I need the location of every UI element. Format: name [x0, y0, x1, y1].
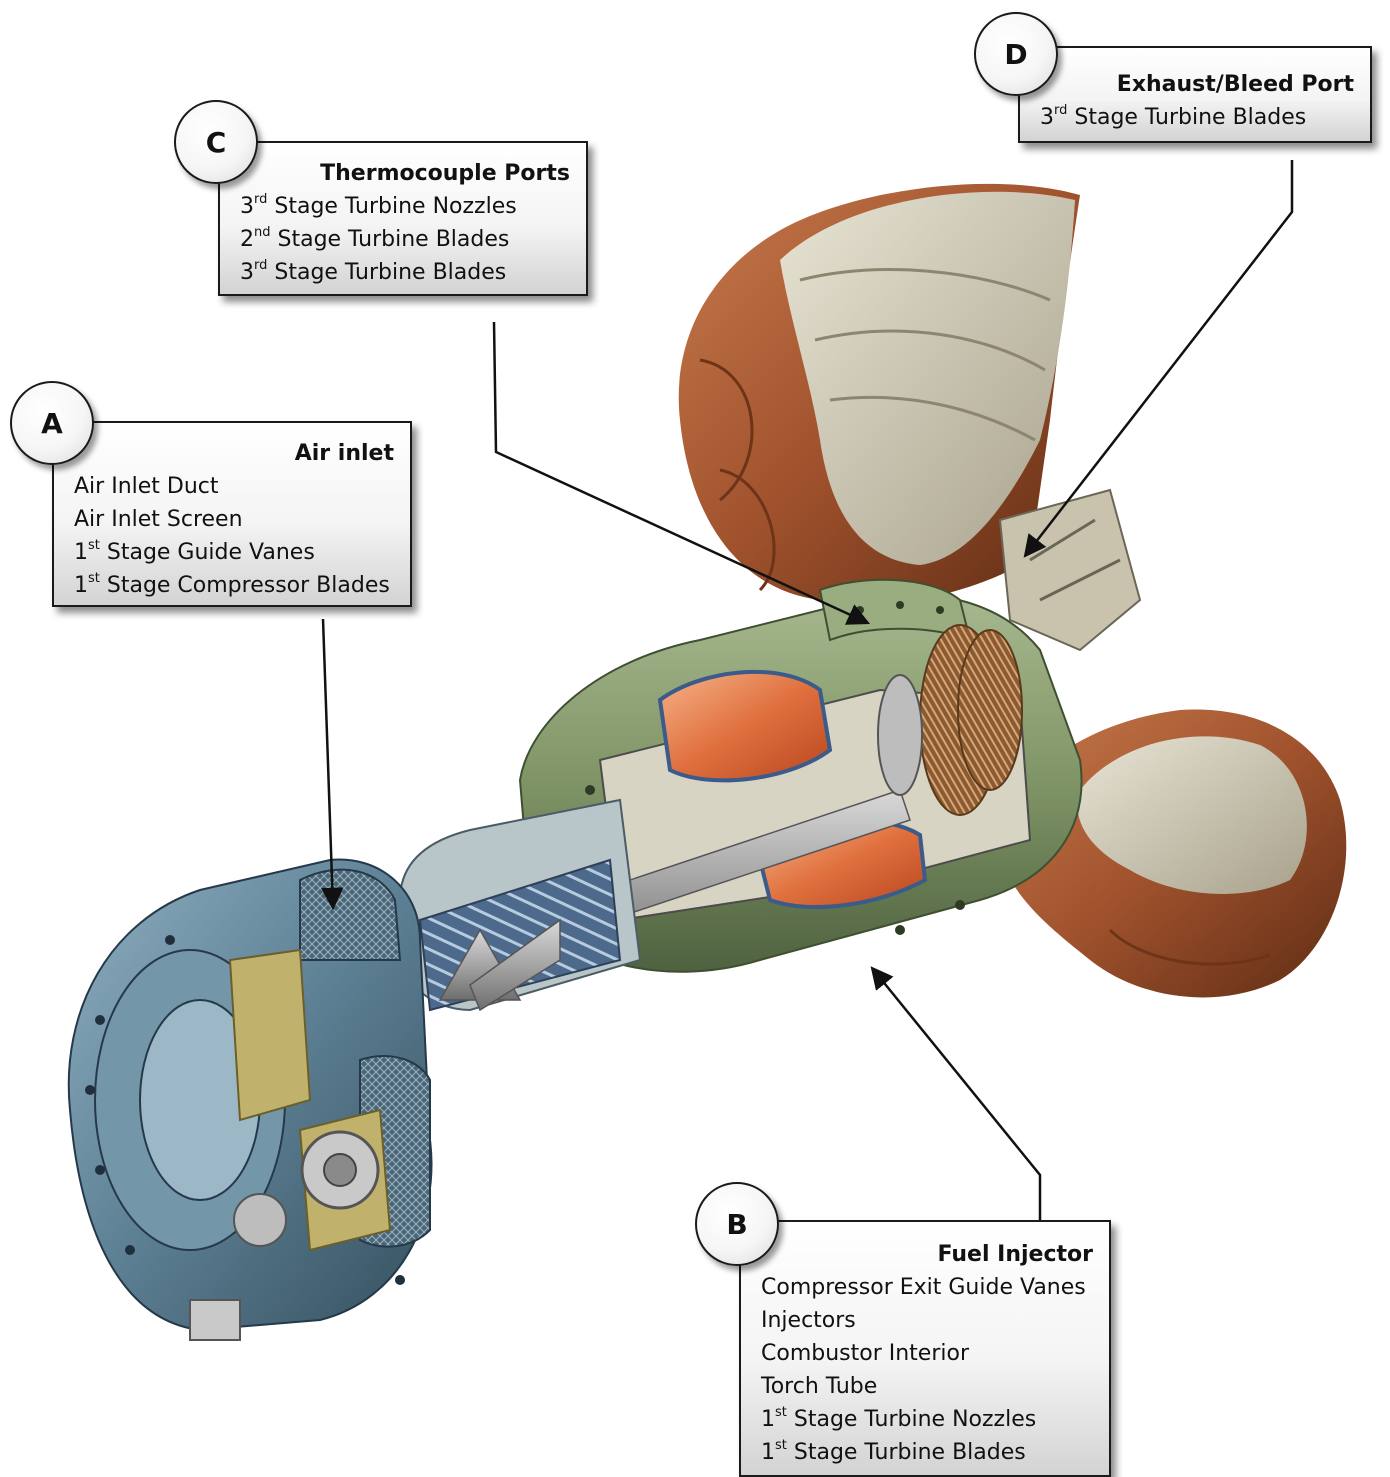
callout-item: 1st Stage Guide Vanes [74, 536, 394, 569]
callout-fuel-injector: Fuel Injector Compressor Exit Guide Vane… [739, 1220, 1111, 1477]
air-inlet-housing [69, 860, 432, 1340]
callout-title: Thermocouple Ports [240, 143, 570, 190]
callout-thermocouple-ports: Thermocouple Ports 3rd Stage Turbine Noz… [218, 141, 588, 296]
callout-item: Combustor Interior [761, 1337, 1093, 1370]
callout-exhaust-bleed-port: Exhaust/Bleed Port 3rd Stage Turbine Bla… [1018, 46, 1372, 143]
callout-item: 1st Stage Turbine Blades [761, 1436, 1093, 1469]
callout-item: 2nd Stage Turbine Blades [240, 223, 570, 256]
callout-item: Torch Tube [761, 1370, 1093, 1403]
callout-item: 1st Stage Compressor Blades [74, 569, 394, 602]
callout-item: Air Inlet Screen [74, 503, 394, 536]
callout-badge-d: D [974, 12, 1058, 96]
callout-title: Fuel Injector [761, 1222, 1093, 1271]
callout-item: 3rd Stage Turbine Blades [1040, 101, 1354, 134]
callout-item: 3rd Stage Turbine Blades [240, 256, 570, 289]
exhaust-frame [1000, 490, 1140, 650]
callout-item: Air Inlet Duct [74, 470, 394, 503]
leader-line-b [872, 968, 1040, 1220]
callout-title: Exhaust/Bleed Port [1040, 48, 1354, 101]
callout-item: 1st Stage Turbine Nozzles [761, 1403, 1093, 1436]
compressor-section [400, 800, 640, 1010]
callout-title: Air inlet [74, 423, 394, 470]
callout-item: Injectors [761, 1304, 1093, 1337]
callout-badge-c: C [174, 100, 258, 184]
callout-badge-a: A [10, 381, 94, 465]
callout-badge-b: B [695, 1182, 779, 1266]
callout-item: Compressor Exit Guide Vanes [761, 1271, 1093, 1304]
callout-air-inlet: Air inlet Air Inlet Duct Air Inlet Scree… [52, 421, 412, 607]
callout-item: 3rd Stage Turbine Nozzles [240, 190, 570, 223]
